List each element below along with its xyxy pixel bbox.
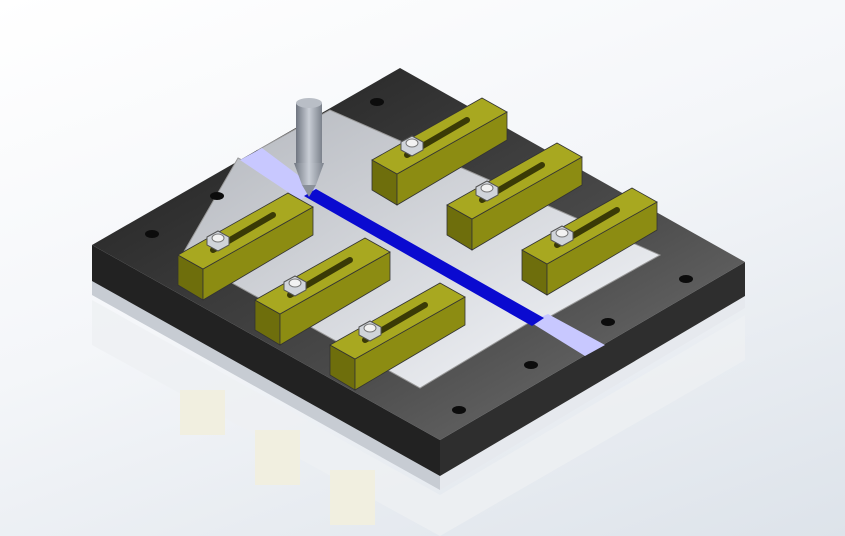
weld-seam bbox=[304, 189, 544, 326]
hex-nut-icon[interactable] bbox=[475, 180, 499, 202]
clamp-5[interactable] bbox=[446, 142, 583, 251]
fixture-plate-front bbox=[92, 245, 440, 476]
floor-reflection bbox=[92, 300, 745, 536]
clamp-4[interactable] bbox=[371, 97, 508, 206]
base-plate-right bbox=[440, 295, 745, 490]
hex-nut-icon[interactable] bbox=[283, 275, 307, 297]
welding-torch bbox=[294, 98, 324, 197]
seam-end-front bbox=[530, 314, 605, 356]
seam-end-back bbox=[240, 148, 318, 200]
hex-nut-icon[interactable] bbox=[206, 230, 230, 252]
fixture-plate-right bbox=[440, 262, 745, 476]
clamp-6[interactable] bbox=[521, 187, 658, 296]
base-plate-front bbox=[92, 280, 440, 490]
hex-nut-icon[interactable] bbox=[400, 135, 424, 157]
plate-holes bbox=[145, 98, 693, 414]
clamp-2[interactable] bbox=[254, 237, 391, 346]
clamp-3[interactable] bbox=[329, 282, 466, 391]
clamp-1[interactable] bbox=[177, 192, 314, 301]
support-legs-reflection bbox=[180, 390, 375, 525]
hex-nut-icon[interactable] bbox=[358, 320, 382, 342]
hex-nut-icon[interactable] bbox=[550, 225, 574, 247]
